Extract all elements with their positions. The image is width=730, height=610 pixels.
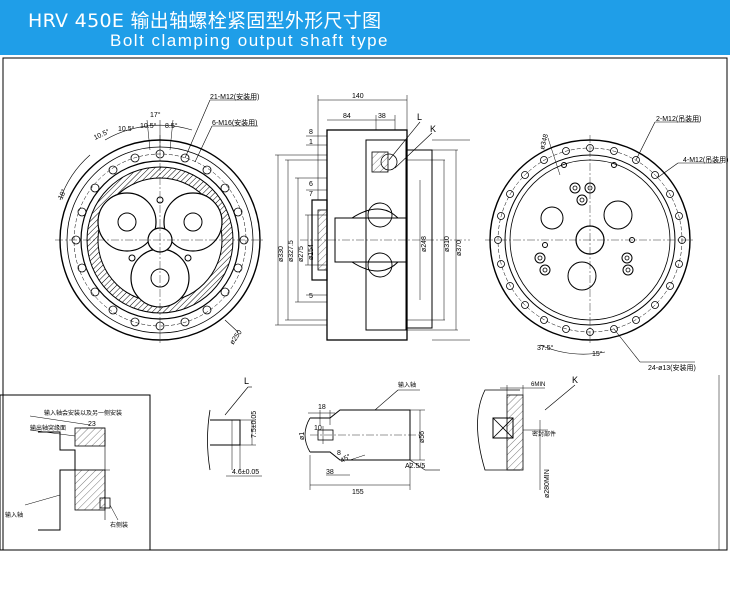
inset-label-flange: 输出轴突缘面 [30, 424, 66, 432]
angle-17: 17° [150, 111, 161, 119]
dim-84: 84 [343, 113, 351, 120]
shaft-dim-18: 18 [318, 404, 326, 411]
shaft-dim-dia1: ø1 [299, 432, 306, 440]
detail-K-dim-280: ø280MIN [544, 469, 551, 498]
angle-15: 15° [592, 350, 603, 358]
detail-K-label: K [572, 375, 578, 385]
dia-154: ø154 [308, 244, 315, 260]
detail-L-label: L [244, 376, 249, 386]
inset-label-install: 输入轴会安装以及另一侧安装 [44, 409, 122, 417]
side-view [275, 95, 470, 341]
dim-5: 5 [309, 293, 313, 300]
label-24-13: 24-ø13(安装用) [648, 363, 696, 372]
detail-K-label-seal: 密封部件 [532, 430, 556, 438]
front-view [55, 99, 265, 345]
shaft-dim-45: 45° [339, 452, 352, 464]
angle-8-5: 8.5° [165, 122, 178, 130]
drawing-frame [2, 57, 728, 551]
label-4-m12: 4-M12(吊装用) [683, 155, 729, 164]
shaft-label-input: 输入轴 [398, 381, 416, 389]
dim-38: 38 [378, 113, 386, 120]
dia-310: ø310 [444, 236, 451, 252]
rear-view [485, 121, 722, 363]
title-chinese: HRV 450E 输出轴螺栓紧固型外形尺寸图 [28, 10, 382, 32]
dia-250: ø250 [229, 329, 244, 346]
dia-370: ø370 [456, 240, 463, 256]
label-K-callout: K [430, 124, 436, 134]
label-6-m16: 6-M16(安装用) [212, 118, 258, 127]
dia-327-5: ø327.5 [288, 240, 295, 262]
shaft-dim-ra: A2.5/5 [405, 463, 425, 470]
shaft-dim-155: 155 [352, 489, 364, 496]
shaft-view [304, 389, 440, 490]
label-21-m12: 21-M12(安装用) [210, 92, 259, 101]
shaft-dim-8: 8 [337, 450, 341, 457]
shaft-dim-56: ø56 [419, 431, 426, 443]
detail-K-dim-6min: 6MIN [531, 382, 545, 388]
dia-330: ø330 [278, 246, 285, 262]
angle-10-5-b: 10.5° [118, 125, 135, 133]
dia-348: ø348 [539, 133, 550, 150]
detail-L [207, 386, 262, 477]
detail-L-dim-46: 4.6±0.05 [232, 469, 259, 476]
dia-248: ø248 [421, 236, 428, 252]
dim-8: 8 [309, 129, 313, 136]
dim-140: 140 [352, 93, 364, 100]
shaft-dim-38: 38 [326, 469, 334, 476]
title-english: Bolt clamping output shaft type [110, 31, 389, 50]
angle-10-5-c: 10.5° [140, 122, 157, 130]
dim-7: 7 [309, 191, 313, 198]
inset-dim-23: 23 [88, 421, 96, 428]
angle-18: 18° [57, 188, 69, 201]
detail-L-dim-425: 7.5±0.05 [251, 411, 258, 438]
dim-1: 1 [309, 139, 313, 146]
detail-K [477, 384, 576, 490]
detail-inset [0, 394, 151, 551]
dia-275: ø275 [298, 246, 305, 262]
header-banner: HRV 450E 输出轴螺栓紧固型外形尺寸图 Bolt clamping out… [0, 0, 730, 55]
inset-label-input: 输入轴 [5, 511, 23, 519]
label-L-callout: L [417, 112, 422, 122]
angle-37-5: 37.5° [537, 344, 554, 352]
inset-label-ring: 右侧装 [110, 521, 128, 529]
shaft-dim-10: 10 [314, 425, 322, 432]
dim-6: 6 [309, 181, 313, 188]
label-2-m12: 2-M12(吊装用) [656, 114, 702, 123]
angle-10-5-a: 10.5° [92, 128, 110, 142]
